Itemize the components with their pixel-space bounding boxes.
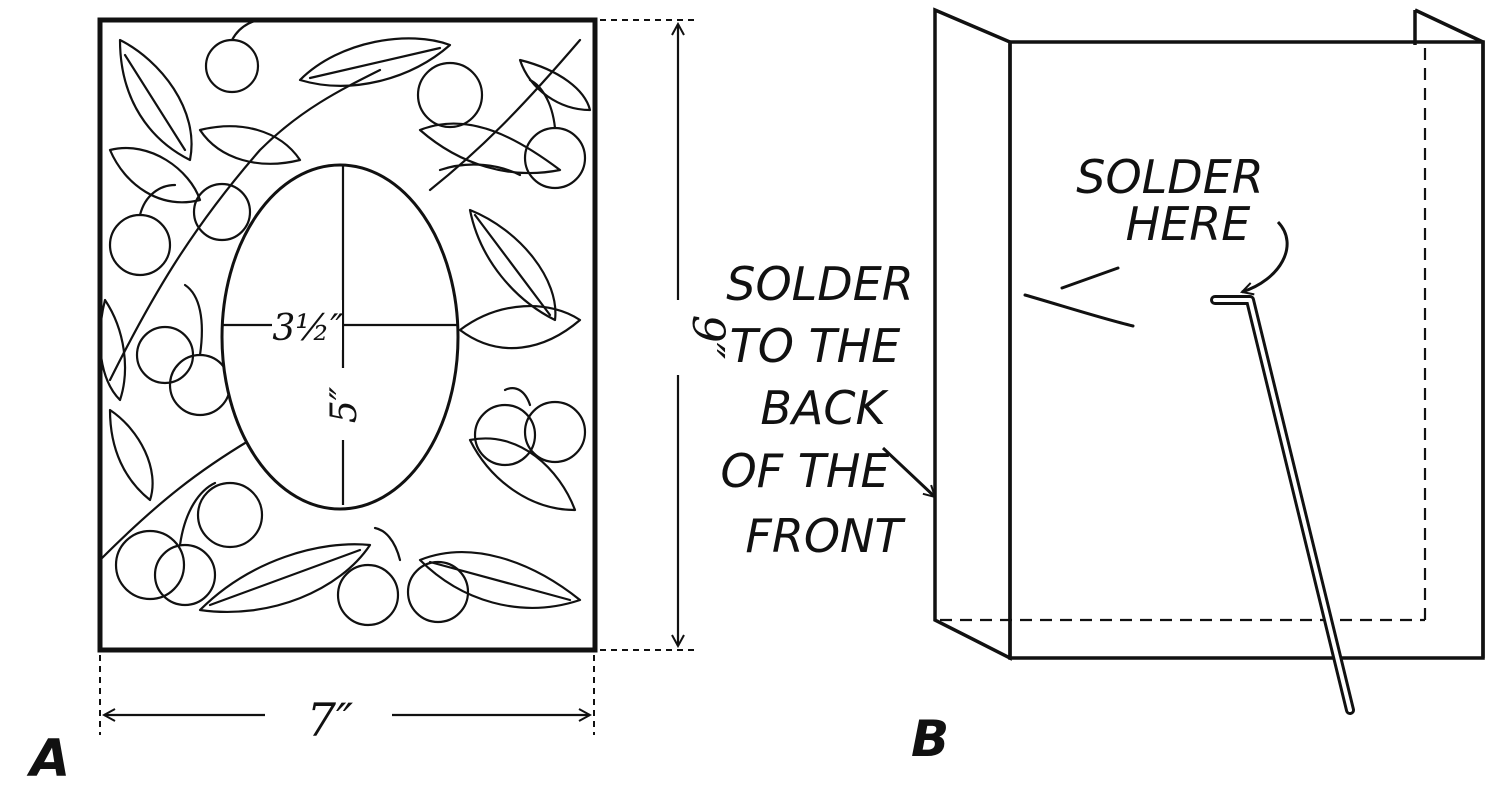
height-label: 9″ <box>682 315 733 360</box>
frame-outline <box>97 17 598 653</box>
width-label: 7″ <box>307 693 353 747</box>
solder-here-line-2: HERE <box>1126 197 1251 251</box>
solder-back-line-4: OF THE <box>720 444 889 498</box>
figure-b: SOLDER HERE SOLDER TO THE BACK OF THE FR… <box>720 7 1485 768</box>
solder-back-line-5: FRONT <box>745 509 906 563</box>
cherry-foliage-decoration <box>100 20 592 627</box>
figure-b-letter: B <box>911 710 949 768</box>
right-side-flap <box>1414 8 1485 658</box>
height-dimension: 9″ <box>600 19 733 651</box>
solder-here-line-1: SOLDER <box>1076 150 1263 204</box>
width-dimension: 7″ <box>99 655 595 747</box>
oval-width-label: 3½″ <box>272 308 344 349</box>
solder-here-callout: SOLDER HERE <box>1076 150 1289 292</box>
shading-strokes <box>1023 266 1135 328</box>
oval-height-label: 5″ <box>324 386 365 423</box>
solder-back-line-2: TO THE <box>730 319 901 373</box>
prop-stand-wire <box>1210 295 1355 715</box>
back-panel-hidden-edges <box>940 45 1427 622</box>
solder-back-callout: SOLDER TO THE BACK OF THE FRONT <box>720 257 935 563</box>
front-panel <box>1008 40 1485 660</box>
left-side-flap <box>933 7 1012 661</box>
solder-back-line-3: BACK <box>760 381 889 435</box>
figure-a: 3½″ 5″ 9″ 7″ A <box>26 17 733 789</box>
solder-back-line-1: SOLDER <box>726 257 913 311</box>
figure-a-letter: A <box>26 729 70 789</box>
